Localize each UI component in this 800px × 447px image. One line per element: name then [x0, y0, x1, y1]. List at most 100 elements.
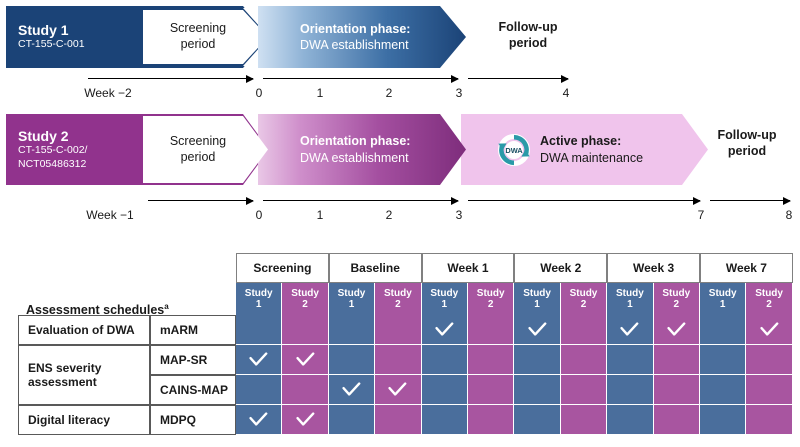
- schedule-cell: [421, 315, 468, 345]
- axis-segment: [468, 196, 701, 205]
- schedule-cell: [328, 405, 376, 435]
- schedule-cell: [375, 375, 422, 405]
- axis-tick: 0: [255, 208, 263, 222]
- schedule-cell: [653, 315, 700, 345]
- checkmark-icon: [654, 315, 699, 344]
- study-1-timeline: Study 1 CT-155-C-001 Screening period Or…: [6, 6, 794, 68]
- axis-tick: Week −1: [86, 208, 134, 222]
- checkmark-icon: [746, 315, 791, 344]
- dwa-badge-text: DWA: [505, 146, 523, 155]
- schedule-cell: [375, 405, 422, 435]
- assessment-measure-label: MAP-SR: [150, 345, 236, 375]
- study-2-screening-phase: Screening period: [143, 114, 269, 185]
- axis-tick: 7: [697, 208, 705, 222]
- schedule-cell: [328, 375, 376, 405]
- axis-segment: [468, 74, 569, 83]
- axis-segment: [88, 74, 254, 83]
- schedule-cell: [700, 375, 747, 405]
- checkmark-icon: [422, 315, 467, 344]
- axis-tick: 3: [455, 86, 463, 100]
- checkmark-icon: [375, 375, 420, 404]
- schedule-cell: [700, 345, 747, 375]
- assessment-measure-label: MDPQ: [150, 405, 236, 435]
- schedule-cell: [746, 315, 793, 345]
- study-1-orientation-subtitle: DWA establishment: [300, 38, 409, 52]
- visit-column-header: Baseline: [328, 253, 422, 283]
- schedule-cell: [236, 375, 283, 405]
- assessment-measure-label: CAINS-MAP: [150, 375, 236, 405]
- study-1-banner: Study 1 CT-155-C-001: [6, 6, 143, 68]
- study-1-orientation-phase: Orientation phase: DWA establishment: [258, 6, 466, 68]
- study-2-timeline: Study 2 CT-155-C-002/ NCT05486312 DWA: [6, 114, 794, 185]
- schedule-cell: [421, 345, 468, 375]
- axis-tick: 4: [562, 86, 570, 100]
- schedule-cell: [746, 405, 793, 435]
- study-2-orientation-title: Orientation phase:: [300, 134, 411, 149]
- visit-column-header: Week 1: [421, 253, 515, 283]
- schedule-cell: [653, 345, 700, 375]
- axis-tick: 1: [316, 86, 324, 100]
- schedule-cell: [468, 315, 515, 345]
- schedule-cell: [514, 345, 561, 375]
- schedule-cell: [282, 315, 329, 345]
- schedule-cell: [375, 345, 422, 375]
- study-2-banner: Study 2 CT-155-C-002/ NCT05486312: [6, 114, 143, 185]
- axis-tick: 0: [255, 86, 263, 100]
- study-2-active-title: Active phase:: [540, 134, 622, 149]
- schedule-cell: [468, 375, 515, 405]
- study-2-code-line2: NCT05486312: [18, 157, 87, 170]
- study-1-code: CT-155-C-001: [18, 38, 85, 51]
- checkmark-icon: [236, 405, 281, 434]
- axis-tick: 2: [385, 208, 393, 222]
- assessment-group-label: Evaluation of DWA: [18, 315, 150, 345]
- schedule-cell: [607, 405, 654, 435]
- study-2-screening-label: Screening period: [169, 133, 227, 164]
- study-2-code-line1: CT-155-C-002/: [18, 144, 88, 157]
- checkmark-icon: [329, 375, 374, 404]
- schedule-cell: [560, 375, 608, 405]
- schedule-cell: [514, 315, 561, 345]
- study-1-screening-label: Screening period: [169, 21, 227, 51]
- study-2-orientation-subtitle: DWA establishment: [300, 150, 409, 165]
- assessment-group-label: ENS severity assessment: [18, 345, 150, 405]
- schedule-cell: [607, 315, 654, 345]
- assessment-schedule-title: Assessment schedulesa: [26, 302, 169, 318]
- schedule-cell: [282, 405, 329, 435]
- axis-segment: [263, 196, 459, 205]
- schedule-cell: [236, 405, 283, 435]
- schedule-cell: [653, 405, 700, 435]
- schedule-cell: [328, 345, 376, 375]
- visit-column-header: Week 3: [607, 253, 700, 283]
- checkmark-icon: [514, 315, 559, 344]
- study-1-orientation-title: Orientation phase:: [300, 21, 411, 36]
- schedule-cell: [560, 315, 608, 345]
- study-2-active-phase: DWA Active phase: DWA maintenance: [461, 114, 708, 185]
- axis-tick: Week −2: [84, 86, 132, 100]
- schedule-cell: [653, 375, 700, 405]
- study-2-orientation-phase: Orientation phase: DWA establishment: [258, 114, 466, 185]
- schedule-cell: [236, 345, 283, 375]
- assessment-group-label: Digital literacy: [18, 405, 150, 435]
- axis-tick: 2: [385, 86, 393, 100]
- schedule-cell: [282, 375, 329, 405]
- schedule-cell: [746, 345, 793, 375]
- study-2-name: Study 2: [18, 128, 69, 145]
- study-1-screening-phase: Screening period: [143, 6, 269, 68]
- schedule-cell: [468, 405, 515, 435]
- schedule-cell: [421, 405, 468, 435]
- assessment-measure-label: mARM: [150, 315, 236, 345]
- schedule-cell: [468, 345, 515, 375]
- schedule-cell: [282, 345, 329, 375]
- axis-segment: [263, 74, 459, 83]
